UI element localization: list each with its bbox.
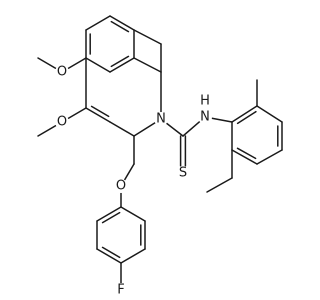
bond-41 [206,177,233,193]
atom-label-amide-hydrogen: H [199,94,211,109]
bond-22-b [101,211,121,224]
bond-10-a [85,107,111,123]
atom-label-thione-sulfur: S [176,166,190,181]
bond-5-b [110,20,130,33]
bond-27 [120,206,146,222]
atom-label-methoxy-oxygen-upper: O [55,65,69,80]
bond-18 [133,121,156,137]
bond-7-b [110,55,130,68]
bond-22-a [96,206,122,222]
bond-31 [182,120,201,137]
bond-7-a [109,57,135,73]
bond-14 [133,57,162,73]
atom-label-methoxy-oxygen-lower: O [55,115,69,130]
bond-layer [37,15,283,284]
structure-canvas: O O O N N H S [37,15,283,298]
atom-text-o-lower: O [57,115,67,130]
bond-8 [85,57,111,73]
bond-25 [120,248,146,264]
atom-text-o-upper: O [57,65,67,80]
bond-16 [133,29,162,45]
atom-label-amide-nitrogen: N [198,110,212,125]
atom-label-layer: O O O N N H S [55,65,212,298]
bond-1 [37,57,57,70]
atom-label-ether-oxygen: O [114,179,128,194]
atom-label-fluorine: F [114,283,128,298]
bond-34 [256,105,283,123]
atom-text-h-amide: H [200,94,210,109]
atom-text-n-ring: N [156,112,166,127]
bond-5-a [109,15,135,31]
bond-24-b [101,246,121,259]
bond-24-a [96,248,122,264]
bond-12 [67,107,87,120]
bond-33-b [236,110,257,125]
bond-20 [123,163,135,181]
bond-11 [109,121,135,137]
bond-4 [85,15,111,31]
bond-2 [67,57,87,70]
bond-37-a [231,149,258,165]
atom-label-ring-nitrogen: N [154,112,168,127]
bond-36 [256,149,283,165]
molecule-diagram: O O O N N H S [37,15,283,298]
bond-37-b [236,147,257,160]
atom-text-o-ether: O [116,179,126,194]
bond-32 [211,117,233,123]
bond-13 [37,124,57,137]
atom-text-f-fluoro: F [117,283,124,298]
bond-10-b [90,105,110,118]
bond-29 [165,122,184,137]
bond-33-a [231,105,258,123]
atom-text-n-amide: N [200,110,210,125]
atom-text-s-thio: S [179,166,187,181]
